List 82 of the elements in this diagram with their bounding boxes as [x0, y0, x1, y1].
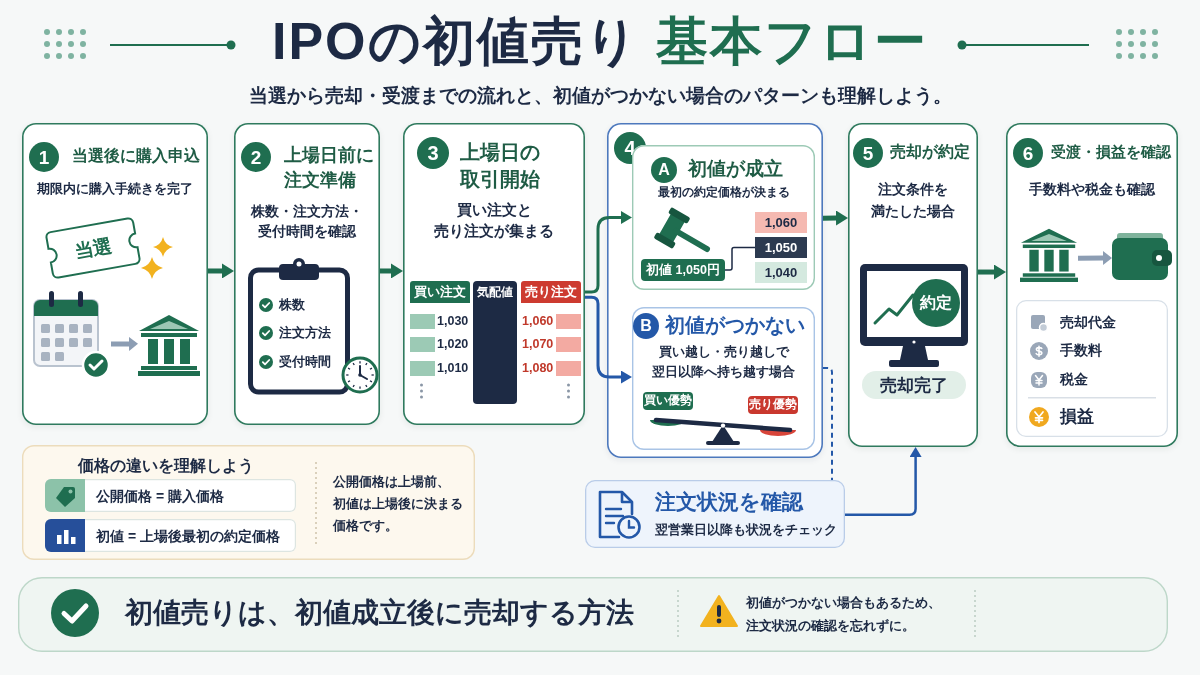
price-value: 1,020	[437, 336, 469, 353]
note-text: 公開価格は上場前、初値は上場後に決まる価格です。	[333, 473, 464, 536]
tag: 売り優勢	[748, 396, 798, 414]
ticket: 当選	[43, 215, 143, 281]
column-header: 買い注文	[410, 281, 470, 303]
arrow	[845, 447, 922, 516]
checklist-item: 株数	[279, 296, 305, 314]
box-title: 注文状況を確認	[655, 489, 803, 515]
step-title: 当選後に購入申込	[72, 146, 200, 166]
step-number: 5	[853, 138, 883, 168]
breakdown-item: 損益	[1060, 405, 1094, 428]
summary-text: 初値売りは、初値成立後に売却する方法	[125, 596, 634, 630]
step-title: 売却が約定	[890, 142, 970, 162]
arrow	[823, 210, 848, 226]
step-description: 注文条件を満たした場合	[870, 180, 956, 221]
arrow	[978, 264, 1006, 280]
arrow	[585, 211, 632, 294]
price-value: 1,010	[437, 360, 469, 377]
title: IPOの初値売り 基本フロー	[272, 11, 928, 72]
price-value: 1,060	[522, 313, 554, 330]
price-box: 1,050	[755, 237, 807, 258]
step-card	[234, 123, 380, 425]
price-value: 1,080	[522, 360, 554, 377]
step-description: 買い注文と売り注文が集まる	[434, 201, 554, 241]
step-description: 手数料や税金も確認	[1029, 181, 1155, 199]
definition-text: 初値 = 上場後最初の約定価格	[96, 527, 280, 546]
case-box	[632, 307, 815, 450]
step-title: 上場日前に注文準備	[284, 144, 375, 192]
box-description: 翌営業日以降も状況をチェック	[655, 522, 837, 539]
wallet-icon	[1112, 232, 1172, 280]
arrow	[208, 263, 234, 279]
step-description: 株数・注文方法・受付時間を確認	[251, 203, 363, 241]
checklist-item: 受付時間	[279, 353, 331, 371]
price-value: 1,030	[437, 313, 469, 330]
step-card	[848, 123, 978, 447]
summary-bar	[18, 577, 1168, 652]
case-letter: A	[651, 157, 677, 183]
step-description: 期限内に購入手続きを完了	[37, 180, 193, 198]
subtitle: 当選から売却・受渡までの流れと、初値がつかない場合のパターンも理解しよう。	[248, 84, 952, 108]
breakdown-item: 手数料	[1060, 342, 1102, 360]
step-title: 受渡・損益を確認	[1051, 143, 1171, 162]
arrow	[380, 263, 403, 279]
price-box: 1,040	[755, 262, 807, 283]
column-header: 売り注文	[521, 281, 581, 303]
definition-row	[45, 479, 296, 512]
price-value: 1,070	[522, 336, 554, 353]
arrow	[110, 336, 138, 351]
case-title: 初値がつかない	[665, 313, 805, 338]
breakdown-item: 税金	[1060, 371, 1088, 389]
case-title: 初値が成立	[688, 157, 783, 181]
breakdown-item: 売却代金	[1060, 314, 1116, 332]
step-number: 2	[241, 142, 271, 172]
panel-heading: 価格の違いを理解しよう	[78, 456, 254, 477]
case-description: 買い越し・売り越しで翌日以降へ持ち越す場合	[651, 343, 796, 381]
step-number: 1	[29, 142, 59, 172]
arrow	[585, 295, 632, 384]
step-panel	[607, 123, 823, 458]
connector-line	[724, 246, 756, 271]
checklist-item: 注文方法	[279, 324, 331, 342]
price-tag: 初値 1,050円	[641, 259, 725, 281]
case-description: 最初の約定価格が決まる	[658, 185, 790, 201]
step-number: 6	[1013, 138, 1043, 168]
warning-text: 初値がつかない場合もあるため、注文状況の確認を忘れずに。	[746, 594, 942, 635]
step-card	[22, 123, 208, 425]
info-box	[585, 480, 845, 548]
calendar-icon	[33, 288, 111, 380]
price-box: 1,060	[755, 212, 807, 233]
price-column: 気配値	[473, 281, 517, 404]
step-title: 上場日の取引開始	[460, 140, 541, 192]
arrow	[1077, 251, 1112, 265]
bank-icon	[1020, 228, 1078, 282]
info-panel	[22, 445, 475, 560]
case-letter: B	[633, 313, 659, 339]
case-box	[632, 145, 815, 290]
bank-icon	[138, 314, 200, 376]
definition-text: 公開価格 = 購入価格	[96, 487, 224, 506]
step-number: 3	[417, 137, 449, 169]
definition-row	[45, 519, 296, 552]
breakdown-panel	[1016, 300, 1168, 437]
tag: 買い優勢	[643, 392, 693, 410]
status-pill: 売却完了	[862, 371, 966, 399]
step-card	[1006, 123, 1178, 447]
